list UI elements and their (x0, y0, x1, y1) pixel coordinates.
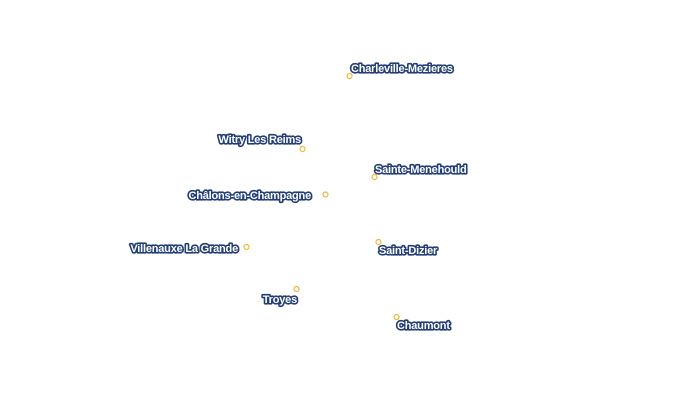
sainte-menehould-label: Sainte-Menehould (375, 164, 467, 176)
chaumont-label: Chaumont (397, 320, 450, 332)
charleville-mezieres-label: Charleville-Mezieres (351, 63, 453, 75)
chaumont-marker[interactable] (393, 313, 400, 321)
chalons-en-champagne-marker[interactable] (322, 191, 329, 198)
charleville-mezieres-marker[interactable] (346, 72, 353, 80)
sainte-menehould-marker[interactable] (371, 173, 378, 181)
witry-les-reims-marker[interactable] (299, 145, 306, 153)
villenauxe-la-grande-label: Villenauxe La Grande (130, 243, 238, 255)
witry-les-reims-label: Witry Les Reims (219, 134, 302, 146)
troyes-marker[interactable] (293, 285, 300, 293)
saint-dizier-label: Saint-Dizier (379, 245, 438, 257)
villenauxe-la-grande-marker[interactable] (243, 243, 250, 251)
city-markers (243, 72, 400, 321)
troyes-label: Troyes (263, 294, 297, 306)
chalons-en-champagne-label: Châlons-en-Champagne (188, 190, 311, 202)
saint-dizier-marker[interactable] (375, 238, 382, 246)
